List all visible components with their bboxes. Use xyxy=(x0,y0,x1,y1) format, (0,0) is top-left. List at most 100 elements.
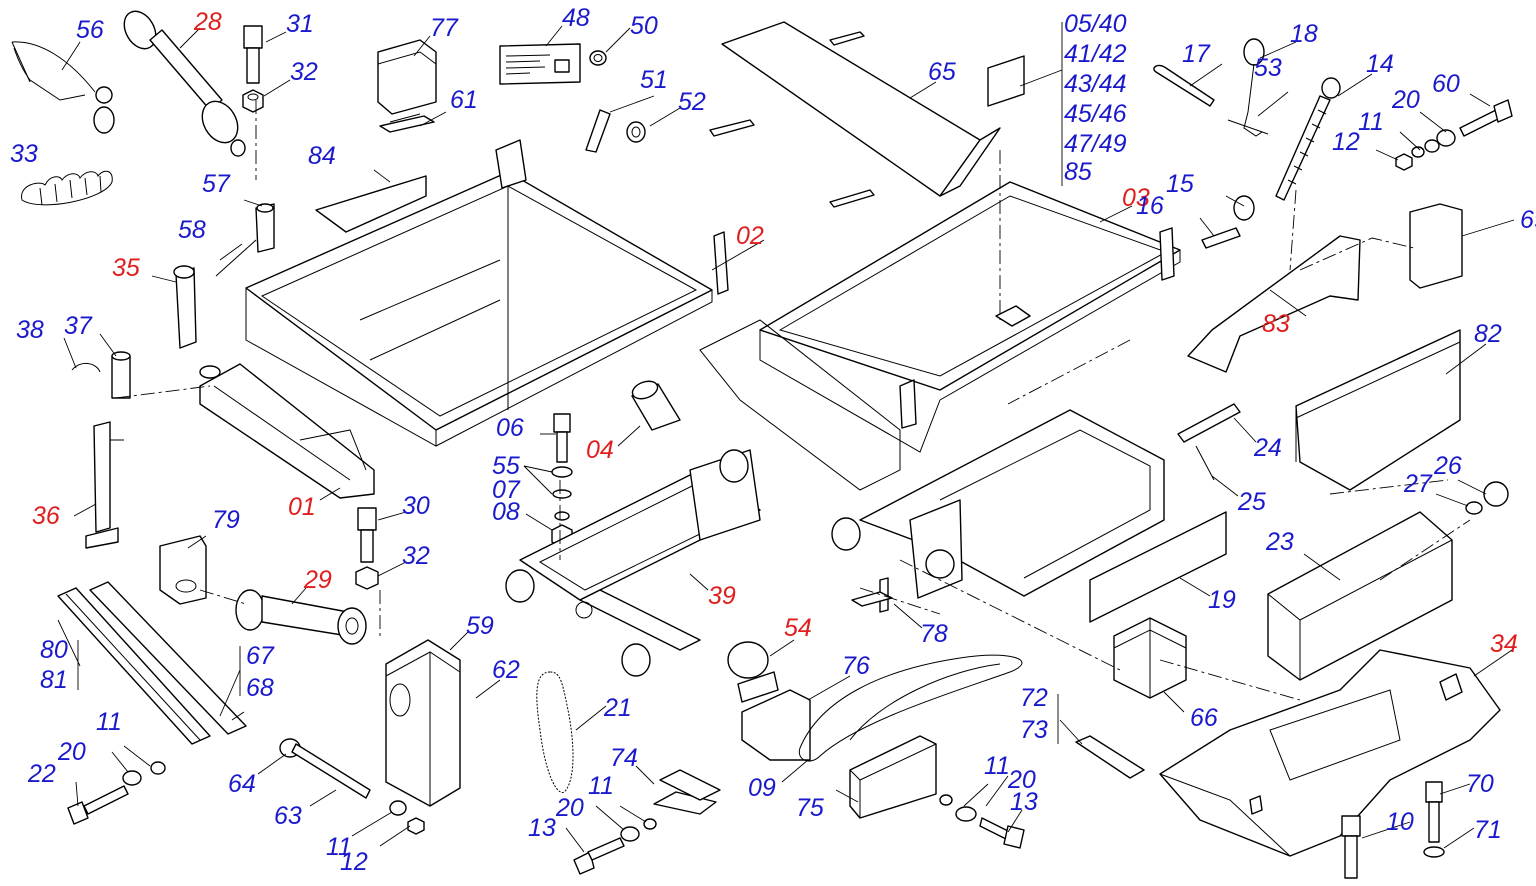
callout-label-31: 31 xyxy=(286,10,314,38)
callout-label-78: 78 xyxy=(920,620,948,648)
pin-57-part xyxy=(215,203,275,277)
callout-label-61: 61 xyxy=(450,86,478,114)
callout-label-12: 12 xyxy=(1332,128,1360,156)
callout-label-26: 26 xyxy=(1433,452,1462,480)
drive-chain-part xyxy=(536,671,574,793)
bracket-83-part xyxy=(1187,235,1361,373)
callout-label-32: 32 xyxy=(290,58,318,86)
callout-label-72: 72 xyxy=(1020,684,1048,712)
bolt-22-part xyxy=(67,761,166,825)
callout-label-38: 38 xyxy=(16,316,44,344)
decal-part xyxy=(987,55,1025,107)
callout-label-23: 23 xyxy=(1265,528,1294,556)
callout-label-73: 73 xyxy=(1020,716,1048,744)
callout-label-35: 35 xyxy=(112,254,140,282)
callout-label-11: 11 xyxy=(984,752,1010,780)
callout-label-65: 65 xyxy=(928,58,956,86)
pin-37-part xyxy=(71,351,131,399)
callout-label-74: 74 xyxy=(610,744,638,772)
shaft-63-64-part xyxy=(279,738,425,835)
callout-label-85: 85 xyxy=(1064,158,1092,186)
callout-label-04: 04 xyxy=(586,436,614,464)
callout-label-48: 48 xyxy=(562,4,590,32)
callout-label-75: 75 xyxy=(796,794,824,822)
callout-label-56: 56 xyxy=(76,16,104,44)
hood-23-part xyxy=(1267,511,1453,681)
plate-76-part xyxy=(741,689,811,761)
part-61 xyxy=(389,113,421,123)
callout-label-13: 13 xyxy=(528,814,556,842)
plate-82-part xyxy=(1295,329,1461,491)
callout-label-27: 27 xyxy=(1403,470,1433,498)
channel-rail-part xyxy=(57,581,247,745)
slat-72-73-part xyxy=(1075,735,1145,779)
bracket-74-part xyxy=(653,769,721,815)
callout-label-51: 51 xyxy=(640,66,668,94)
callout-label-70: 70 xyxy=(1466,770,1494,798)
callout-label-13: 13 xyxy=(1010,788,1038,816)
cover-77-part xyxy=(377,39,437,133)
callout-label-58: 58 xyxy=(178,216,206,244)
deflector-plate-part xyxy=(709,21,1001,208)
bolt-30-part xyxy=(355,507,379,590)
safety-chain-part xyxy=(11,41,115,134)
callout-label-52: 52 xyxy=(678,88,706,116)
callout-label-45-46: 45/46 xyxy=(1064,100,1127,128)
chassis-beam-part xyxy=(699,319,1165,599)
callout-label-11: 11 xyxy=(1358,108,1384,136)
callout-label-09: 09 xyxy=(748,774,776,802)
grommet-part xyxy=(589,50,607,66)
threaded-rod-part xyxy=(1275,77,1341,201)
guard-59-62-part xyxy=(385,639,461,807)
frame-34-part xyxy=(1159,649,1501,857)
bracket-78-part xyxy=(851,577,893,613)
callout-label-19: 19 xyxy=(1208,586,1236,614)
callout-label-11: 11 xyxy=(96,708,122,736)
callout-label-83: 83 xyxy=(1262,310,1290,338)
pto-shaft-part xyxy=(123,10,246,157)
callout-label-20: 20 xyxy=(555,794,584,822)
callout-label-25: 25 xyxy=(1237,488,1266,516)
callout-label-30: 30 xyxy=(402,492,430,520)
part-drawings xyxy=(11,10,1515,879)
callout-label-12: 12 xyxy=(340,848,368,876)
callout-label-63: 63 xyxy=(274,802,302,830)
leader-lines xyxy=(57,22,1515,853)
callout-label-11: 11 xyxy=(326,833,352,861)
callout-label-20: 20 xyxy=(1391,86,1420,114)
callout-label-84: 84 xyxy=(308,142,336,170)
callout-label-21: 21 xyxy=(603,694,632,722)
guard-79-part xyxy=(159,535,207,605)
axle-frame-39-part xyxy=(505,449,861,677)
label-plate-part xyxy=(499,43,581,85)
assembly-lines xyxy=(115,100,1471,701)
callout-label-68: 68 xyxy=(246,674,274,702)
callout-label-39: 39 xyxy=(708,582,736,610)
callout-label-81: 81 xyxy=(40,666,68,694)
callout-label-33: 33 xyxy=(10,140,38,168)
callout-label-17: 17 xyxy=(1182,40,1211,68)
callout-label-43-44: 43/44 xyxy=(1064,70,1127,98)
callout-label-29: 29 xyxy=(303,566,332,594)
callout-label-77: 77 xyxy=(430,14,459,42)
bolts-10-70-part xyxy=(1341,781,1445,879)
callout-label-60: 60 xyxy=(1432,70,1460,98)
belt-09-part xyxy=(798,654,1023,762)
callout-label-34: 34 xyxy=(1490,630,1518,658)
spring-part xyxy=(21,170,113,206)
callout-label-36: 36 xyxy=(32,502,60,530)
cover-66-part xyxy=(1113,617,1187,699)
hitch-35-part xyxy=(173,265,197,349)
callout-label-03: 03 xyxy=(1122,184,1150,212)
bolt-part xyxy=(242,25,264,113)
callout-label-66: 66 xyxy=(1190,704,1218,732)
bracket-69-part xyxy=(1409,203,1463,289)
callout-label-57: 57 xyxy=(202,170,231,198)
callout-label-37: 37 xyxy=(64,312,93,340)
callout-label-15: 15 xyxy=(1166,170,1194,198)
callout-label-59: 59 xyxy=(466,612,494,640)
rail-67-68-part xyxy=(231,711,245,721)
callout-label-80: 80 xyxy=(40,636,68,664)
plate-84-part xyxy=(315,175,427,233)
